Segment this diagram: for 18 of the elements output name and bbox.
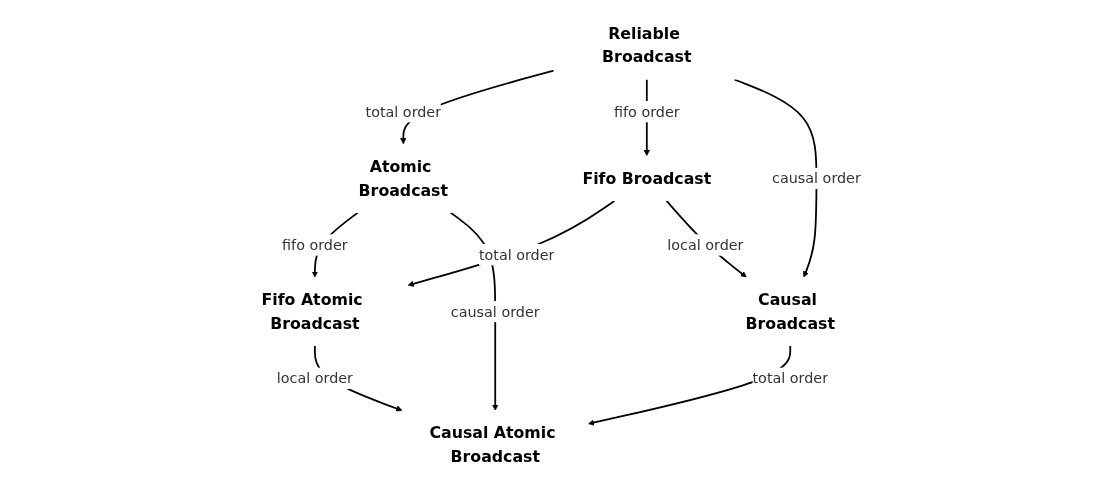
edge-label: total order — [365, 103, 442, 121]
node-text: Fifo Atomic Broadcast — [261, 290, 363, 333]
node-text: Reliable Broadcast — [602, 24, 692, 66]
arrow — [733, 78, 818, 278]
edge-label: causal order — [772, 169, 861, 187]
edge-label: total order — [478, 246, 555, 264]
edge-label: causal order — [450, 303, 540, 321]
arrow — [407, 200, 616, 287]
node-text: Causal Broadcast — [745, 290, 835, 333]
arrow — [665, 200, 747, 278]
edge-label: fifo order — [613, 103, 680, 121]
edge-label: total order — [752, 369, 828, 387]
node-text: Fifo Broadcast — [582, 169, 712, 188]
edge-label: fifo order — [282, 236, 348, 254]
node-text: Causal Atomic Broadcast — [429, 424, 556, 466]
edge-label: local order — [276, 369, 353, 387]
edge-label: local order — [667, 236, 744, 254]
node-text: Atomic Broadcast — [358, 157, 448, 200]
